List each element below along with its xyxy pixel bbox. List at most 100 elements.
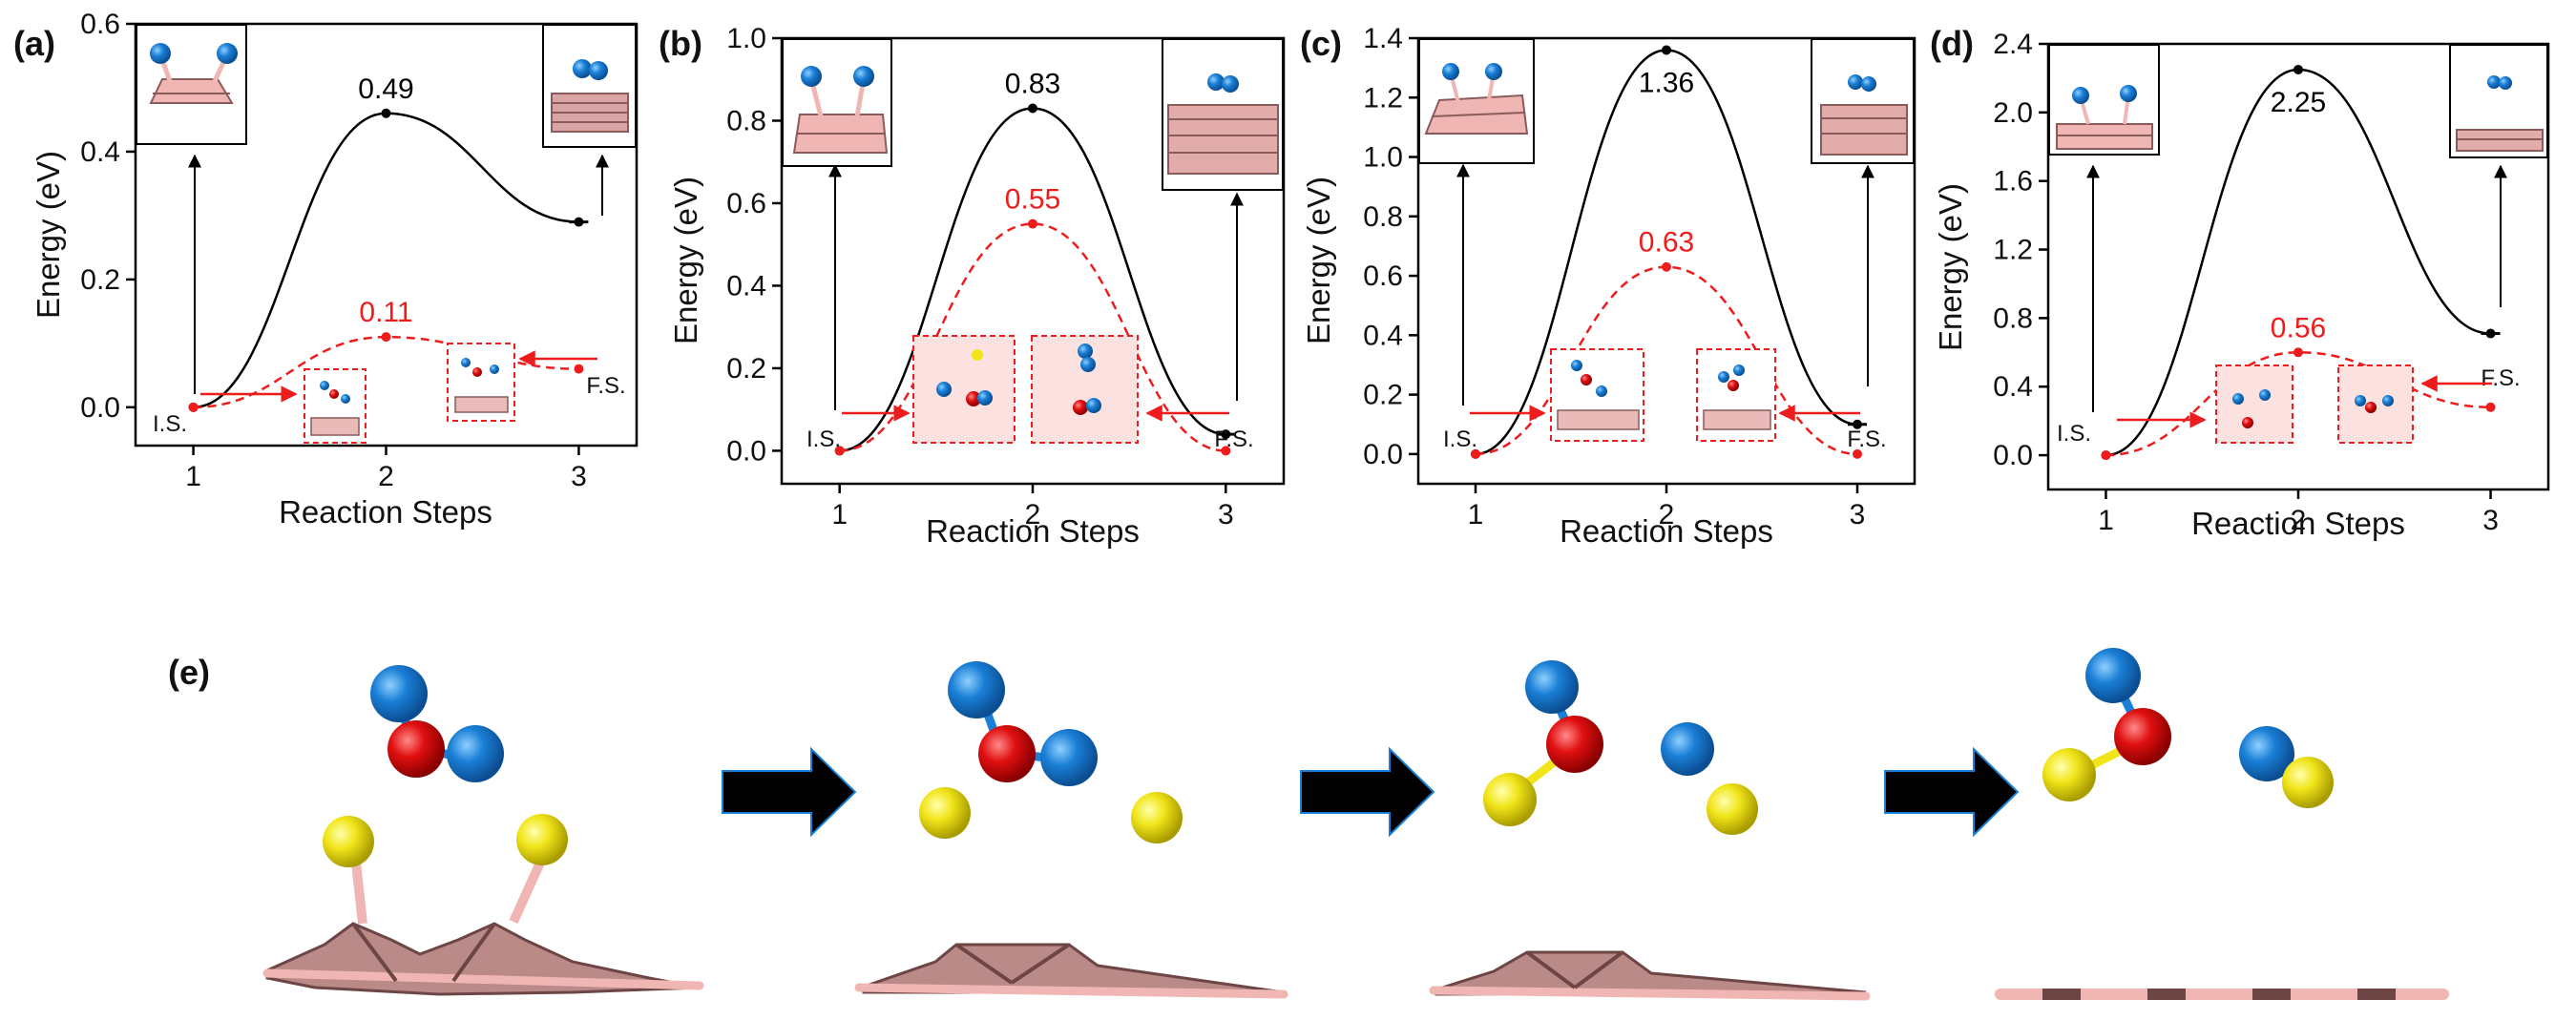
y-tick-label: 0.4 (1993, 371, 2033, 403)
panel-e: (e) (168, 648, 2449, 1001)
structure-inset-fs-a (542, 24, 637, 148)
y-tick-label: 0.2 (1363, 380, 1403, 411)
data-point (2101, 450, 2111, 461)
y-tick-label: 0.4 (726, 270, 766, 302)
energy-curve-catalyzed (2105, 351, 2491, 457)
data-point (1662, 261, 1671, 272)
x-tick-label: 1 (2098, 505, 2114, 536)
data-point (381, 108, 391, 118)
data-point (1662, 45, 1671, 55)
y-tick-label: 0.8 (1363, 201, 1403, 233)
x-axis-label-c: Reaction Steps (1560, 513, 1773, 549)
y-axis-label-d: Energy (eV) (1933, 183, 1968, 351)
y-tick-label: 1.0 (726, 23, 766, 54)
y-tick-label: 0.4 (1363, 320, 1403, 351)
structure-inset-fs-red-a (447, 343, 515, 422)
y-tick-label: 1.2 (1363, 82, 1403, 114)
y-tick-label: 0.2 (726, 353, 766, 385)
structure-inset-ts-a (304, 368, 367, 444)
energy-curve-uncatalyzed (2105, 68, 2491, 457)
data-point (834, 446, 845, 456)
structure-inset-is-d (2048, 44, 2160, 156)
arrow-step-2 (1300, 746, 1435, 838)
y-tick-label: 1.0 (1363, 142, 1403, 174)
y-tick-label: 0.2 (80, 264, 120, 296)
arrow-step-3 (1884, 746, 2020, 838)
y-tick-label: 2.4 (1993, 29, 2033, 60)
x-tick-label: 1 (185, 461, 201, 492)
structure-inset-ts-c (1550, 348, 1644, 442)
x-tick-label: 2 (1659, 499, 1675, 531)
structure-stage-1 (262, 665, 704, 996)
structure-stage-2 (854, 661, 1288, 999)
data-point (1028, 219, 1037, 229)
barrier-label-uncatalyzed: 0.83 (1005, 69, 1060, 100)
structure-inset-ts-b (912, 335, 1016, 444)
y-tick-label: 0.4 (80, 136, 120, 168)
structure-inset-fs-c (1811, 38, 1915, 164)
data-point (381, 332, 391, 343)
data-point (1221, 446, 1231, 456)
fs-label-d: F.S. (2481, 365, 2520, 391)
structure-inset-fs-red-b (1031, 335, 1139, 444)
x-tick-label: 1 (1468, 499, 1484, 531)
y-tick-label: 2.0 (1993, 97, 2033, 129)
structure-inset-ts-d (2215, 364, 2293, 444)
x-tick-label: 2 (1025, 499, 1041, 531)
y-tick-label: 0.6 (1363, 260, 1403, 292)
barrier-label-uncatalyzed: 0.49 (358, 73, 413, 105)
data-point (2293, 347, 2303, 358)
fs-label-c: F.S. (1847, 427, 1886, 452)
panel-label-e: (e) (168, 653, 210, 692)
data-point (1028, 103, 1037, 114)
x-tick-label: 3 (2482, 505, 2499, 536)
panel-label-b: (b) (659, 24, 702, 63)
data-point (2485, 402, 2496, 412)
structure-inset-is-b (782, 38, 892, 167)
y-tick-label: 1.6 (1993, 166, 2033, 198)
y-tick-label: 0.6 (80, 9, 120, 40)
panel-label-c: (c) (1300, 24, 1342, 63)
energy-curve-catalyzed (193, 335, 579, 409)
energy-curve-catalyzed (839, 222, 1226, 452)
is-label-a: I.S. (153, 411, 187, 437)
structure-inset-is-a (136, 24, 247, 145)
x-tick-label: 3 (1850, 499, 1866, 531)
barrier-label-uncatalyzed: 1.36 (1639, 67, 1694, 98)
x-tick-label: 1 (831, 499, 848, 531)
x-tick-label: 2 (378, 461, 394, 492)
structure-stage-3 (1429, 660, 1871, 1001)
barrier-label-catalyzed: 0.55 (1005, 184, 1060, 216)
data-point (2293, 64, 2303, 74)
structure-inset-is-c (1418, 38, 1535, 164)
structure-stage-4 (1995, 648, 2449, 1000)
structure-inset-fs-d (2449, 44, 2548, 158)
x-tick-label: 2 (2291, 505, 2307, 536)
y-tick-label: 0.0 (1363, 439, 1403, 470)
structure-inset-fs-b (1162, 38, 1284, 191)
y-tick-label: 0.0 (80, 392, 120, 424)
data-point (188, 402, 199, 412)
y-tick-label: 0.6 (726, 188, 766, 219)
fs-label-a: F.S. (586, 373, 625, 399)
y-tick-label: 0.0 (1993, 440, 2033, 471)
y-tick-label: 1.4 (1363, 23, 1403, 54)
barrier-label-catalyzed: 0.11 (359, 297, 412, 328)
panel-label-a: (a) (13, 24, 55, 63)
is-label-b: I.S. (806, 427, 841, 452)
arrow-step-1 (722, 746, 857, 838)
y-axis-label-a: Energy (eV) (31, 151, 66, 319)
data-point (1853, 448, 1862, 459)
x-axis-label-d: Reaction Steps (2191, 506, 2405, 541)
is-label-d: I.S. (2057, 421, 2091, 447)
y-tick-label: 0.8 (726, 105, 766, 136)
